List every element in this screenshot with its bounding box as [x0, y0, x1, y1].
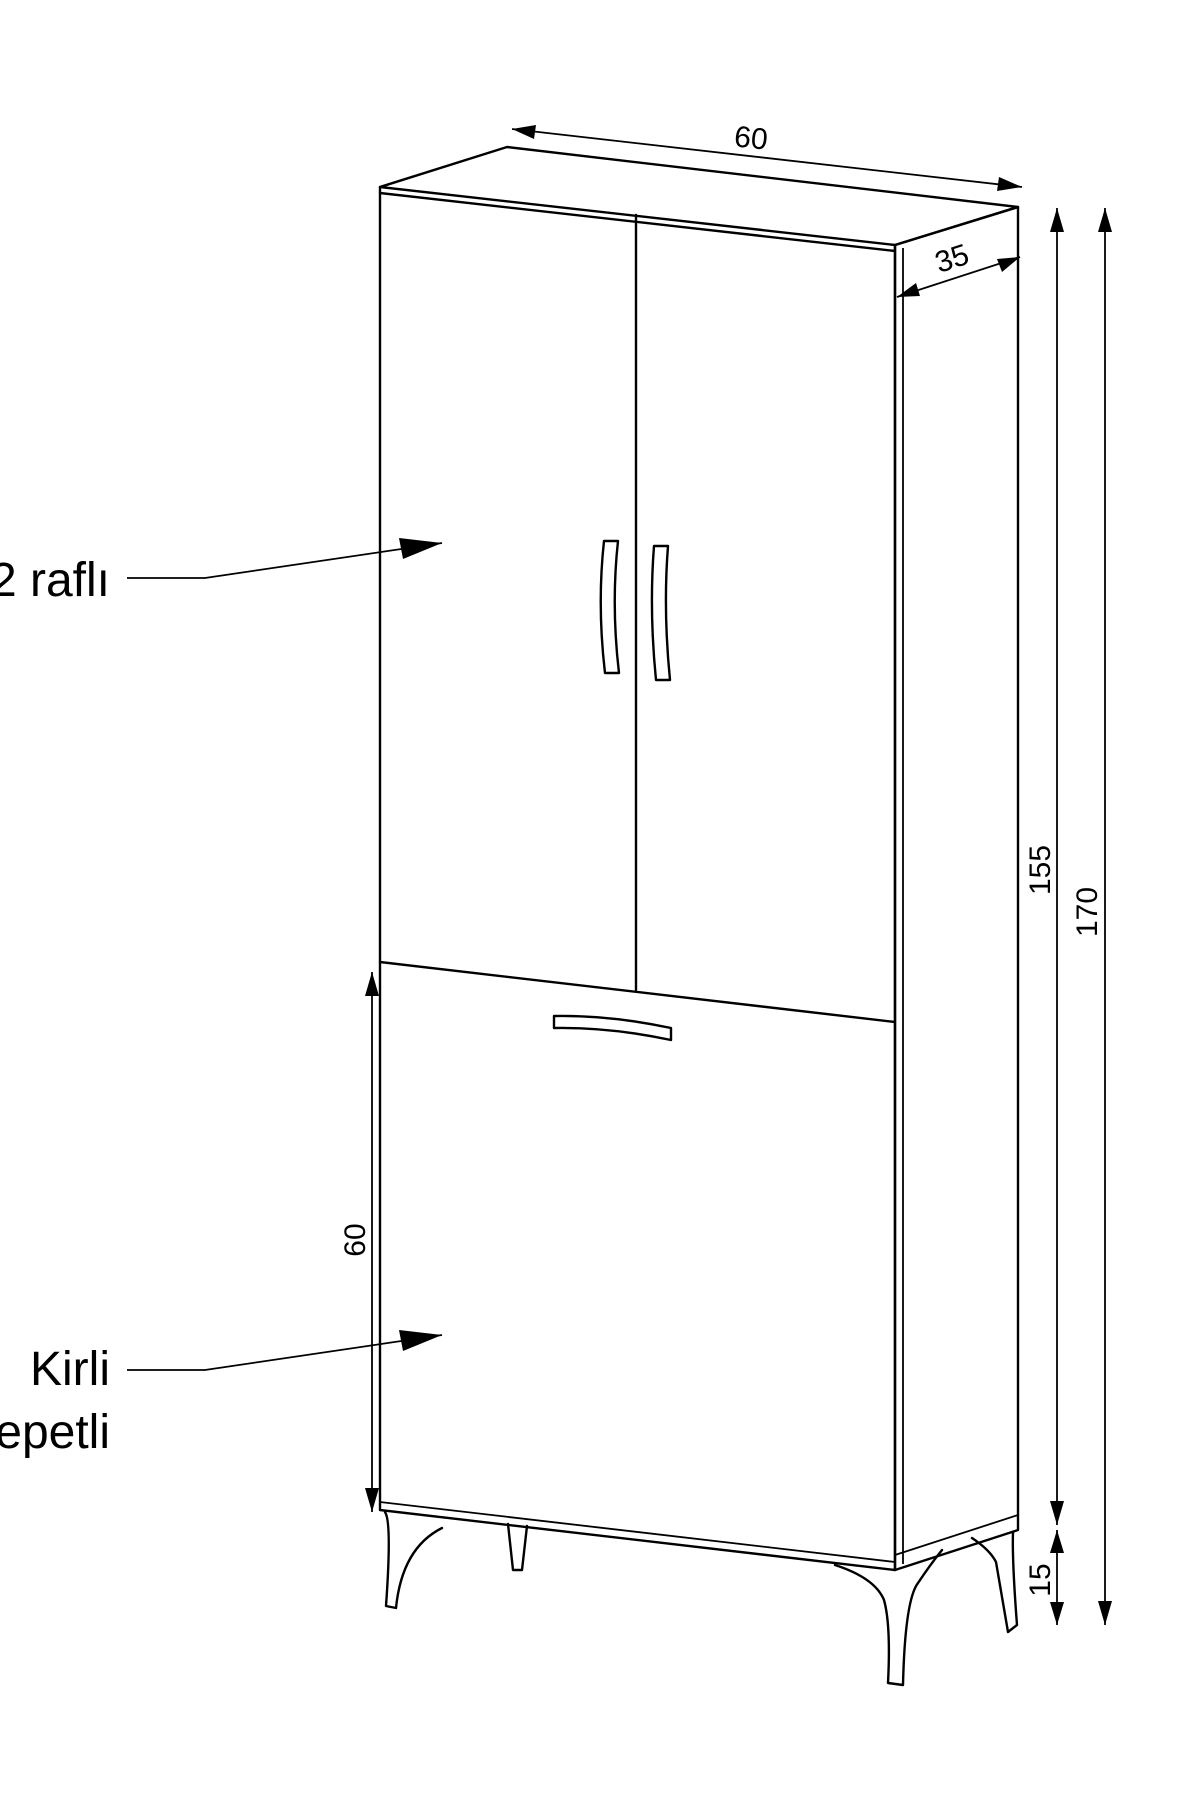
upper-compartment-label: 2 raflı	[0, 554, 110, 607]
cabinet-side	[893, 205, 1020, 1572]
leg-front-left	[383, 1510, 444, 1610]
lower-door-handle	[552, 1014, 673, 1042]
lower-door-top-edge	[378, 960, 897, 1024]
total-height-dimension-label: 170	[1071, 887, 1104, 937]
cabinet-legs	[383, 1510, 1019, 1687]
upper-callout-leader	[127, 542, 443, 579]
lower-compartment-label-line1: Kirli	[30, 1343, 110, 1396]
dimension-lines	[365, 125, 1112, 1625]
left-door-handle	[599, 539, 621, 675]
right-door-handle	[650, 544, 672, 682]
door-handles	[552, 539, 673, 1042]
upper-height-dimension-label: 155	[1024, 845, 1057, 895]
leg-back-right	[970, 1530, 1019, 1634]
cabinet-body	[378, 145, 1020, 1572]
callouts: 2 raflı Kirli sepetli	[0, 538, 443, 1459]
lower-callout-leader	[127, 1334, 443, 1371]
lower-compartment-label-line2: sepetli	[0, 1406, 110, 1459]
lower-door-height-dimension-label: 60	[339, 1223, 372, 1256]
leg-back-left	[506, 1522, 529, 1572]
cabinet-top	[378, 145, 1020, 247]
cabinet-front	[378, 185, 897, 1572]
leg-front-right	[833, 1548, 944, 1687]
dimension-labels: 60 35 155 15 170 60	[339, 120, 1104, 1596]
leg-height-dimension-label: 15	[1024, 1563, 1057, 1596]
width-dimension-label: 60	[733, 120, 770, 156]
